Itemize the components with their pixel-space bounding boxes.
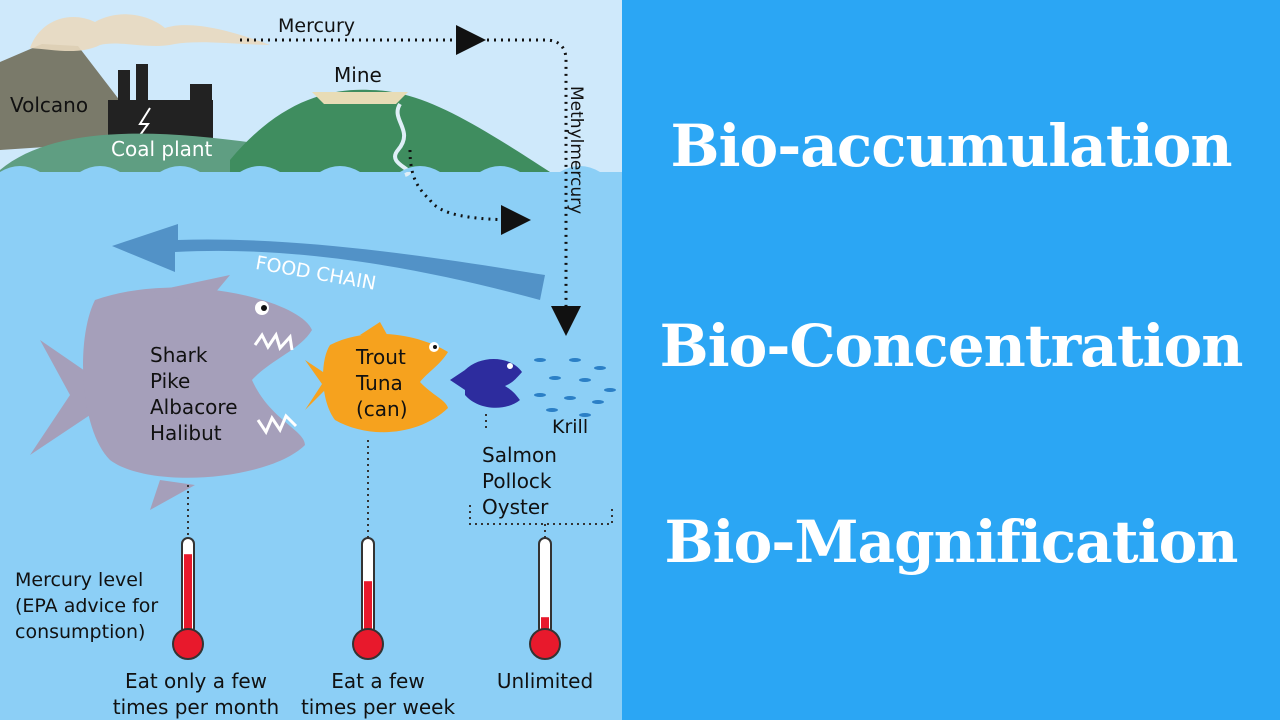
thermometer-bulb <box>529 628 561 660</box>
fish-name: (can) <box>356 397 408 421</box>
thermometer-bulb <box>172 628 204 660</box>
coal-plant-label: Coal plant <box>111 137 213 161</box>
mine-label: Mine <box>334 63 382 87</box>
advice-line: times per week <box>300 695 456 719</box>
medium-fish-list: Trout Tuna (can) <box>356 344 408 422</box>
fish-name: Shark <box>150 343 208 367</box>
krill-label: Krill <box>552 416 589 438</box>
term-bio-accumulation: Bio-accumulation <box>670 112 1232 180</box>
thermometer-3 <box>529 537 561 660</box>
mercury-label: Mercury <box>278 15 356 37</box>
krill-shapes <box>534 358 616 417</box>
diagram-artwork <box>0 0 622 720</box>
waves <box>0 166 622 178</box>
thermometer-bulb <box>352 628 384 660</box>
coal-plant-shape <box>108 64 213 140</box>
legend-line: (EPA advice for <box>15 595 159 617</box>
legend-line: consumption) <box>15 621 146 643</box>
smoke-cloud <box>30 14 270 52</box>
large-fish-shape <box>30 275 312 510</box>
fish-name: Pike <box>150 369 191 393</box>
fish-name: Halibut <box>150 421 222 445</box>
mercury-food-chain-diagram: Volcano Coal plant Mine Mercury Methylme… <box>0 0 622 720</box>
term-bio-concentration: Bio-Concentration <box>659 312 1244 380</box>
medium-fish-shape <box>305 322 448 433</box>
legend-line: Mercury level <box>15 569 144 591</box>
fish-name: Albacore <box>150 395 238 419</box>
fish-name: Trout <box>356 345 406 369</box>
methylmercury-label: Methylmercury <box>566 86 586 215</box>
thermometer-level <box>184 554 192 636</box>
thermometer-level <box>541 617 549 636</box>
advice-medium: Eat a few times per week <box>290 668 466 720</box>
thermometer-1 <box>172 537 204 660</box>
advice-large: Eat only a few times per month <box>108 668 284 720</box>
food-chain-arrow <box>112 224 545 300</box>
large-fish-list: Shark Pike Albacore Halibut <box>150 342 238 446</box>
fish-name: Tuna <box>356 371 403 395</box>
advice-small: Unlimited <box>480 668 610 694</box>
advice-line: Unlimited <box>496 669 594 693</box>
thermometer-level <box>364 581 372 636</box>
small-fish-list: Salmon Pollock Oyster <box>482 442 557 520</box>
fish-name: Oyster <box>482 495 549 519</box>
thermometer-2 <box>352 537 384 660</box>
advice-line: Eat only a few <box>124 669 268 693</box>
advice-line: Eat a few <box>331 669 425 693</box>
fish-name: Pollock <box>482 469 552 493</box>
small-fish-shape <box>450 358 522 408</box>
fish-name: Salmon <box>482 443 557 467</box>
term-bio-magnification: Bio-Magnification <box>664 508 1239 576</box>
mercury-level-legend: Mercury level (EPA advice for consumptio… <box>15 567 158 645</box>
volcano-label: Volcano <box>10 93 89 117</box>
mine-pit <box>312 92 408 104</box>
terms-panel: Bio-accumulation Bio-Concentration Bio-M… <box>622 0 1280 720</box>
mine-hill <box>230 89 550 172</box>
advice-line: times per month <box>112 695 280 719</box>
